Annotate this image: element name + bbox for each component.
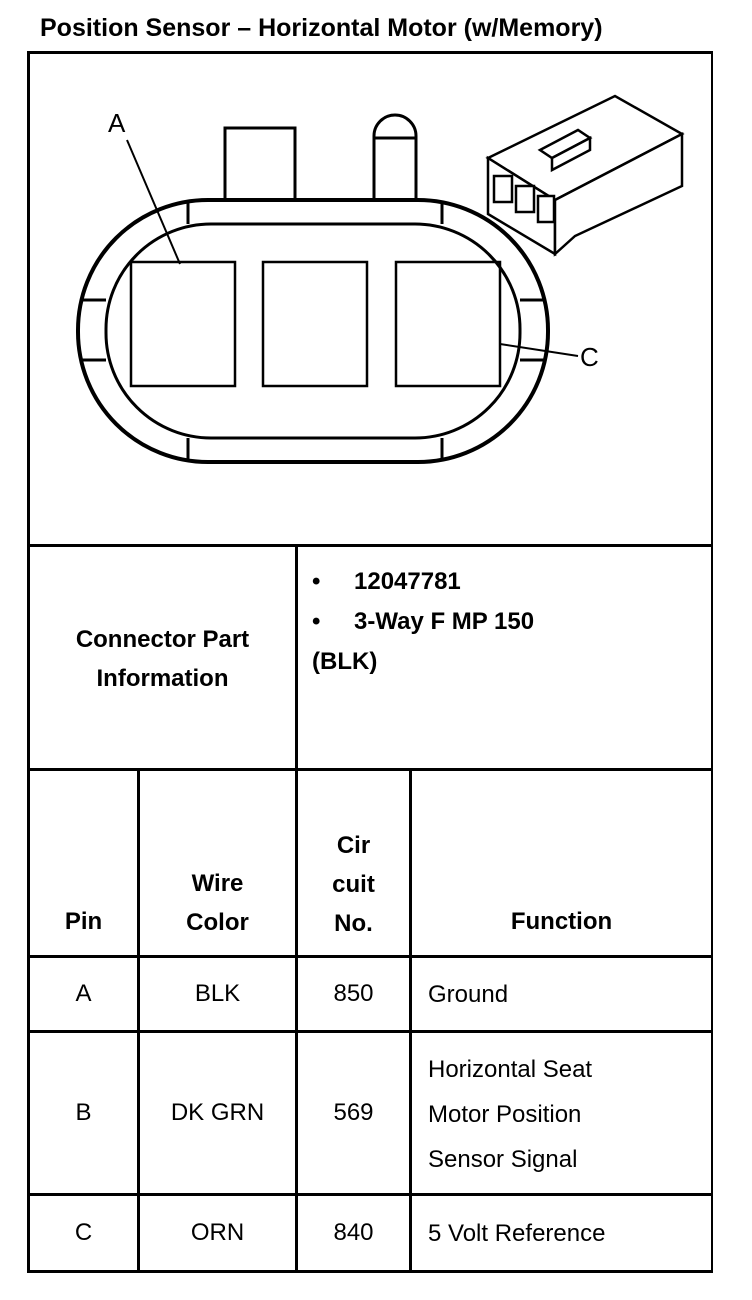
- row-c-wire: ORN: [190, 1219, 245, 1246]
- header-function: Function: [510, 908, 613, 935]
- row-b-function-line2: Motor Position: [428, 1101, 582, 1128]
- connector-label-line1: Connector Part: [75, 626, 250, 653]
- rule-col-function-left: [409, 768, 412, 1273]
- header-circuit-line2: cuit: [332, 871, 375, 898]
- row-b-function: Horizontal Seat Motor Position Sensor Si…: [428, 1047, 592, 1182]
- connector-info-list: •12047781 •3-Way F MP 150 (BLK): [312, 562, 534, 682]
- connector-color: (BLK): [312, 648, 378, 675]
- list-item: •3-Way F MP 150: [312, 602, 534, 642]
- rule-diagram-bottom: [27, 544, 712, 547]
- table-frame: [27, 51, 712, 1273]
- connector-diagram: A C: [30, 54, 710, 544]
- label-c: C: [580, 342, 599, 372]
- rule-header-bottom: [27, 955, 712, 958]
- row-b-pin: B: [75, 1099, 92, 1126]
- rule-col-circuit-left: [295, 544, 298, 1273]
- header-wire-color: Wire Color: [140, 864, 295, 942]
- row-b-circuit: 569: [333, 1099, 374, 1126]
- rule-col-wire-left: [137, 768, 140, 1273]
- header-wire-line1: Wire: [191, 870, 244, 897]
- rule-connector-bottom: [27, 768, 712, 771]
- row-a-function: Ground: [428, 981, 509, 1008]
- rule-row-a-bottom: [27, 1030, 712, 1033]
- row-a-wire: BLK: [194, 980, 241, 1007]
- header-circuit-line3: No.: [334, 910, 373, 937]
- row-a-pin: A: [75, 980, 92, 1007]
- connector-drawing: A C: [76, 94, 685, 464]
- row-c-function: 5 Volt Reference: [428, 1220, 606, 1247]
- header-wire-line2: Color: [186, 909, 249, 936]
- part-number: 12047781: [354, 568, 461, 595]
- page-title: Position Sensor – Horizontal Motor (w/Me…: [40, 14, 603, 42]
- row-b-wire: DK GRN: [170, 1099, 265, 1126]
- connector-label-line2: Information: [96, 665, 229, 692]
- row-b-function-line1: Horizontal Seat: [428, 1056, 593, 1083]
- rule-row-b-bottom: [27, 1193, 712, 1196]
- header-circuit-no: Cir cuit No.: [298, 826, 409, 943]
- header-pin: Pin: [64, 908, 103, 935]
- table-right-border: [711, 51, 713, 1273]
- list-item: •12047781: [312, 562, 534, 602]
- label-a: A: [108, 108, 126, 138]
- connector-type: 3-Way F MP 150: [354, 608, 535, 635]
- header-circuit-line1: Cir: [336, 832, 371, 859]
- row-c-circuit: 840: [333, 1219, 374, 1246]
- row-a-circuit: 850: [333, 980, 374, 1007]
- connector-info-label: Connector Part Information: [30, 620, 295, 698]
- row-b-function-line3: Sensor Signal: [428, 1146, 578, 1173]
- row-c-pin: C: [74, 1219, 93, 1246]
